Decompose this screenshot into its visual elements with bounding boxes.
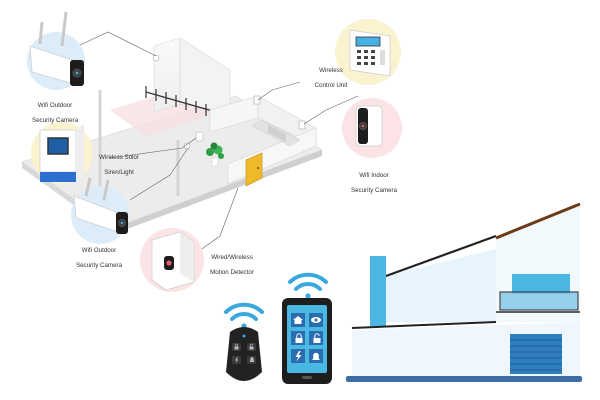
wifi-icon: [224, 302, 264, 329]
house-illustration: [346, 202, 582, 382]
label-outdoor-camera-top: Wifi Outdoor Security Camera: [20, 94, 90, 132]
unlock-icon: [313, 333, 321, 343]
roof-brown: [495, 202, 581, 240]
roof-line: [385, 234, 497, 278]
label-line: Security Camera: [75, 261, 123, 269]
label-line: Wireless: [319, 66, 343, 74]
garage-door: [510, 334, 562, 374]
garage-slats: [510, 339, 562, 371]
label-line: Security Camera: [31, 116, 79, 124]
label-line: Siren/Light: [104, 168, 134, 176]
label-line: Motion Detector: [210, 268, 254, 276]
wall-sensor: [195, 131, 204, 142]
phone-home-button: [302, 376, 312, 379]
front-door: [245, 152, 263, 187]
label-line: Wired/Wireless: [211, 253, 253, 261]
label-line: Control Unit: [314, 81, 348, 89]
balcony-railing: [145, 86, 217, 116]
bell-icon: [312, 352, 320, 360]
door-knob: [257, 167, 259, 169]
wall-control-panel: [253, 95, 261, 105]
label-line: Wifi Outdoor: [37, 101, 73, 109]
label-motion-detector: Wired/Wireless Motion Detector: [196, 246, 268, 284]
back-wall-side: [179, 37, 231, 113]
label-outdoor-camera-bottom: Wifi Outdoor Security Camera: [64, 239, 134, 277]
plant: [206, 142, 224, 167]
motion-detector-device: [151, 231, 195, 291]
house-chimney: [370, 256, 386, 326]
house-balcony-rail: [499, 291, 579, 311]
kitchen-cabinet: [268, 124, 286, 143]
eye-icon: [311, 317, 321, 323]
house-ground: [346, 376, 582, 382]
home-icon: [293, 316, 303, 324]
remote-led: [242, 334, 246, 338]
label-indoor-camera: Wifi Indoor Security Camera: [338, 164, 410, 202]
floor-edge-right: [114, 150, 322, 234]
indoor-camera-device: [355, 105, 383, 147]
label-line: Wireless Solor: [99, 153, 139, 161]
label-solar-siren: Wireless Solor Siren/Light: [84, 146, 154, 184]
remote-body: [226, 327, 262, 381]
label-control-unit: Wireless Control Unit: [298, 59, 364, 97]
wireless-remote: [224, 302, 264, 381]
bolt-icon: [235, 357, 239, 363]
wifi-icon: [288, 272, 328, 299]
label-line: Wifi Outdoor: [81, 246, 117, 254]
lock-icon: [234, 343, 239, 350]
outdoor-camera-bottom: [73, 177, 128, 234]
unlock-icon: [249, 343, 254, 350]
label-line: Wifi Indoor: [359, 171, 389, 179]
label-line: Security Camera: [350, 186, 398, 194]
lock-icon: [295, 333, 303, 343]
house-window: [512, 274, 570, 294]
outdoor-camera-top: [29, 11, 84, 86]
connector-lines: [77, 31, 359, 257]
bell-icon: [249, 357, 255, 362]
smartphone: [282, 272, 332, 384]
bolt-icon: [295, 351, 302, 362]
ceiling-light: [152, 54, 160, 62]
house-mid-line: [351, 321, 497, 329]
control-unit-device: [349, 29, 391, 77]
wall-cam-mount: [298, 120, 306, 130]
solar-siren-light: [39, 124, 84, 182]
